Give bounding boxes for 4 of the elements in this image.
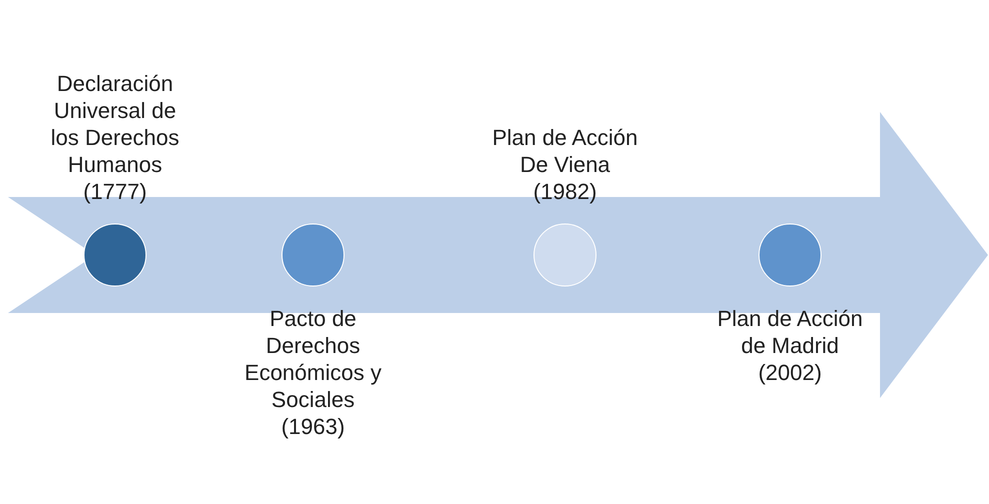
milestone-label: Declaración Universal de los Derechos Humanos (1777) (50, 70, 180, 205)
milestone-label: Plan de Acción De Viena (1982) (491, 124, 639, 205)
milestone-label: Pacto de Derechos Económicos y Sociales (1963) (244, 305, 382, 440)
milestone-label: Plan de Acción de Madrid (2002) (716, 305, 864, 386)
